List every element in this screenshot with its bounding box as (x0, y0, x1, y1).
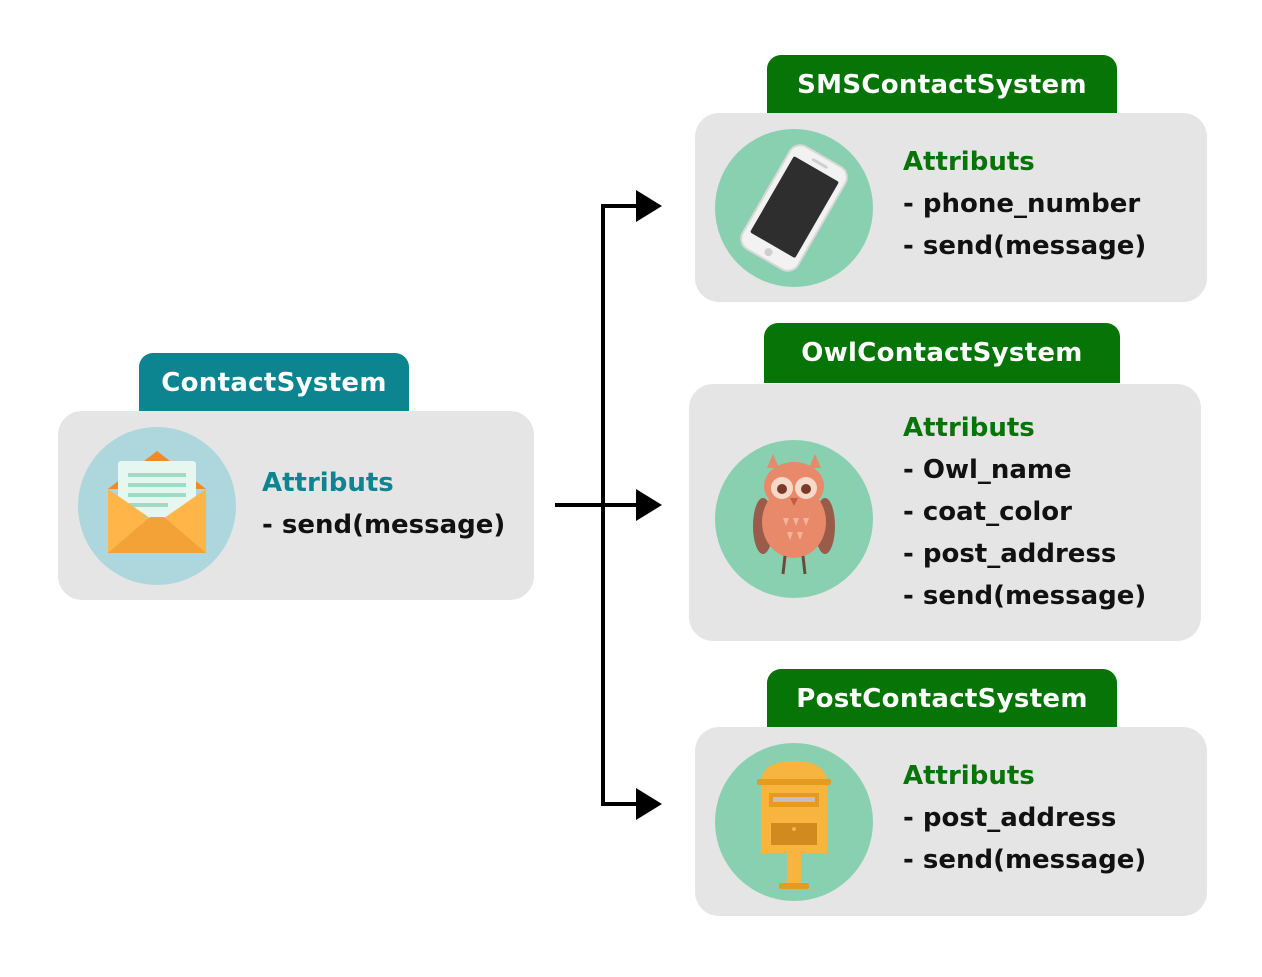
attribute-item: - coat_color (903, 497, 1072, 527)
sms-class-card: Attributs - phone_number - send(message) (695, 113, 1207, 302)
arrowhead-sms (636, 190, 662, 222)
owl-icon (715, 440, 873, 598)
attribute-item: - phone_number (903, 189, 1141, 219)
attribute-item: - send(message) (262, 510, 506, 540)
mailbox-icon (715, 743, 873, 901)
owl-class-title: OwlContactSystem (764, 323, 1120, 383)
sms-class-title: SMSContactSystem (767, 55, 1117, 115)
attributes-heading: Attributs (262, 468, 394, 498)
arrowhead-post (636, 788, 662, 820)
attribute-item: - send(message) (903, 845, 1147, 875)
base-class-title: ContactSystem (139, 353, 409, 413)
envelope-icon (78, 427, 236, 585)
attributes-heading: Attributs (903, 147, 1035, 177)
post-class-title: PostContactSystem (767, 669, 1117, 729)
attributes-heading: Attributs (903, 761, 1035, 791)
smartphone-icon (715, 129, 873, 287)
attribute-item: - Owl_name (903, 455, 1072, 485)
attribute-item: - post_address (903, 803, 1117, 833)
attribute-item: - post_address (903, 539, 1117, 569)
attributes-heading: Attributs (903, 413, 1035, 443)
arrowhead-owl (636, 489, 662, 521)
attribute-item: - send(message) (903, 231, 1147, 261)
attribute-item: - send(message) (903, 581, 1147, 611)
post-class-card: Attributs - post_address - send(message) (695, 727, 1207, 916)
base-class-card: Attributs - send(message) (58, 411, 534, 600)
owl-class-card: Attributs - Owl_name - coat_color - post… (689, 384, 1201, 641)
